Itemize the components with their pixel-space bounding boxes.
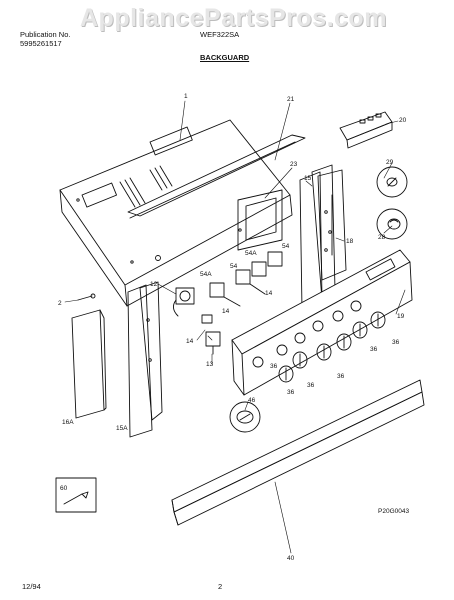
label-part-46: 46 (248, 397, 256, 404)
switch-14 (201, 314, 213, 324)
switch-13 (205, 331, 221, 355)
label-part-36-d: 36 (307, 382, 315, 389)
push-button (376, 208, 408, 240)
part-labels: 1 21 20 23 15 29 28 18 54 54A 54 54A 14 … (58, 93, 407, 562)
label-part-23: 23 (290, 161, 298, 168)
drawing-code: P20G0043 (378, 508, 409, 515)
leader-lines (64, 100, 406, 554)
label-part-16a: 16A (62, 419, 74, 426)
label-part-54-a: 54 (282, 243, 290, 250)
section-title: BACKGUARD (200, 53, 250, 62)
label-part-12: 12 (150, 281, 158, 288)
label-part-54a-a: 54A (245, 250, 257, 257)
label-part-14-b: 14 (222, 308, 230, 315)
label-part-54a-b: 54A (200, 271, 212, 278)
control-panel (231, 249, 413, 396)
top-trim-strip (127, 134, 306, 219)
label-part-14-c: 14 (186, 338, 194, 345)
label-part-60: 60 (60, 485, 68, 492)
label-part-15a: 15A (116, 425, 128, 432)
label-part-36-f: 36 (270, 363, 278, 370)
left-trim-16a (71, 309, 107, 419)
label-part-21: 21 (287, 96, 295, 103)
label-part-36-e: 36 (287, 389, 295, 396)
knob-46 (229, 401, 261, 433)
screw-60-box (55, 477, 97, 513)
model-number: WEF322SA (200, 30, 240, 39)
label-part-19: 19 (397, 313, 405, 320)
publication-number: 5995261517 (20, 39, 62, 48)
label-part-28: 28 (378, 234, 386, 241)
clock-knob (376, 166, 408, 198)
footer-page-number: 2 (218, 582, 223, 591)
publication-label: Publication No. (20, 30, 71, 39)
label-part-1: 1 (184, 93, 188, 100)
terminal-board (339, 111, 393, 149)
label-part-40: 40 (287, 555, 295, 562)
switches (209, 251, 283, 307)
left-end-cap (127, 281, 163, 438)
label-part-18: 18 (346, 238, 354, 245)
label-part-29: 29 (386, 159, 394, 166)
control-knobs (278, 311, 386, 383)
label-part-2: 2 (58, 300, 62, 307)
label-part-13: 13 (206, 361, 214, 368)
label-part-14-a: 14 (265, 290, 273, 297)
screw-2 (77, 293, 96, 301)
label-part-36-a: 36 (392, 339, 400, 346)
watermark: AppliancePartsPros.com (80, 4, 387, 32)
label-part-15: 15 (304, 175, 312, 182)
label-part-20: 20 (399, 117, 407, 124)
bracket-23 (237, 189, 283, 251)
right-bracket-18 (317, 169, 347, 281)
bottom-trim-40 (171, 379, 425, 526)
label-part-36-b: 36 (370, 346, 378, 353)
back-panel (59, 119, 293, 307)
footer-date: 12/94 (22, 582, 41, 591)
label-part-36-c: 36 (337, 373, 345, 380)
label-part-54-b: 54 (230, 263, 238, 270)
infinite-switch-12 (173, 287, 195, 317)
